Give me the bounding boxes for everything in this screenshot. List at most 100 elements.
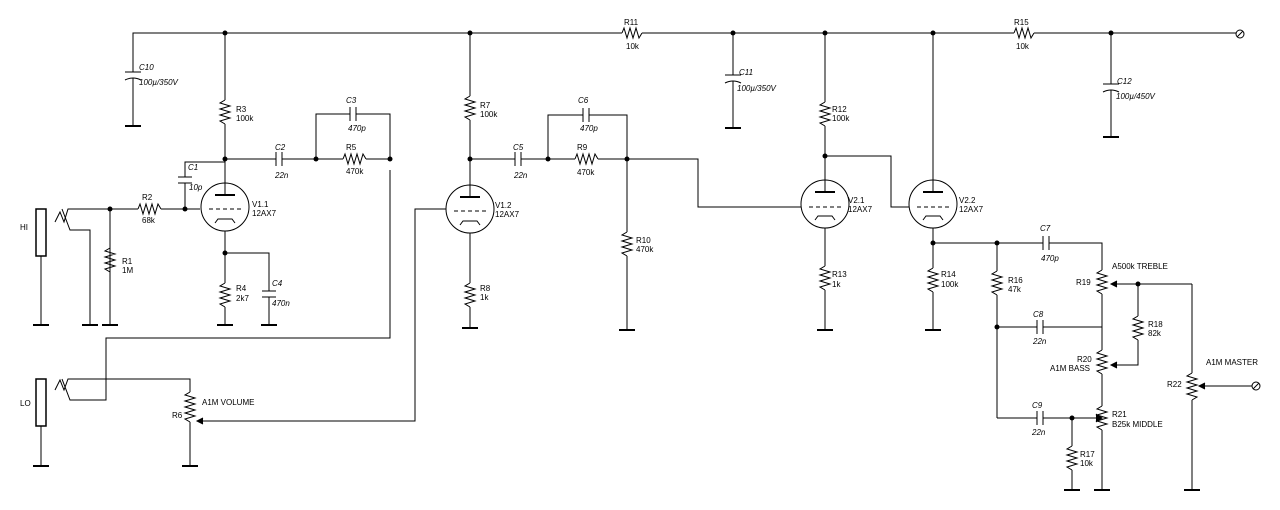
c9-value: 22n bbox=[1031, 428, 1046, 437]
r8-value: 1k bbox=[480, 293, 489, 302]
r20-value: A1M BASS bbox=[1050, 364, 1090, 373]
r4-resistor bbox=[217, 250, 233, 326]
v11-value: 12AX7 bbox=[252, 209, 277, 218]
c11-value: 100µ/350V bbox=[737, 84, 777, 93]
c6-capacitor bbox=[547, 108, 628, 159]
r15-value: 10k bbox=[1016, 42, 1030, 51]
r15-name: R15 bbox=[1014, 18, 1029, 27]
r5-resistor bbox=[342, 152, 393, 166]
r8-resistor bbox=[462, 282, 478, 329]
r7-resistor bbox=[463, 33, 477, 162]
v11-name: V1.1 bbox=[252, 200, 269, 209]
r3-resistor bbox=[218, 33, 232, 162]
c5-capacitor bbox=[470, 152, 575, 166]
c12-name: C12 bbox=[1117, 77, 1132, 86]
c3-value: 470p bbox=[348, 124, 366, 133]
r7-name: R7 bbox=[480, 101, 491, 110]
c5-value: 22n bbox=[513, 171, 528, 180]
r11-name: R11 bbox=[624, 18, 639, 27]
r16-name: R16 bbox=[1008, 276, 1023, 285]
r1-value: 1M bbox=[122, 266, 133, 275]
r2-resistor bbox=[110, 202, 200, 216]
v22-grid-wire bbox=[825, 155, 914, 208]
r16-resistor bbox=[990, 243, 1004, 418]
lo-input-jack bbox=[33, 170, 391, 467]
v11-tube bbox=[200, 162, 250, 253]
r20-bass-pot bbox=[1095, 349, 1109, 406]
c6-name: C6 bbox=[578, 96, 589, 105]
r11-value: 10k bbox=[626, 42, 640, 51]
c4-value: 470n bbox=[272, 299, 290, 308]
r3-name: R3 bbox=[236, 105, 247, 114]
r21-value: B25k MIDDLE bbox=[1112, 420, 1163, 429]
r6-value: A1M VOLUME bbox=[202, 398, 254, 407]
c12-value: 100µ/450V bbox=[1116, 92, 1156, 101]
r18-resistor bbox=[1109, 284, 1145, 369]
supply-terminal bbox=[1235, 29, 1245, 39]
r14-resistor bbox=[925, 267, 941, 331]
r19-value: A500k TREBLE bbox=[1112, 262, 1168, 271]
c8-capacitor bbox=[997, 320, 1102, 334]
r18-name: R18 bbox=[1148, 320, 1163, 329]
v21-tube bbox=[800, 156, 850, 266]
supply-rail bbox=[132, 26, 1245, 40]
r5-name: R5 bbox=[346, 143, 357, 152]
r12-name: R12 bbox=[832, 105, 847, 114]
r14-value: 100k bbox=[941, 280, 959, 289]
r13-name: R13 bbox=[832, 270, 847, 279]
r5-value: 470k bbox=[346, 167, 364, 176]
r21-name: R21 bbox=[1112, 410, 1127, 419]
r6-volume-pot bbox=[182, 208, 450, 467]
c10-capacitor bbox=[124, 33, 142, 127]
r13-value: 1k bbox=[832, 280, 841, 289]
c12-capacitor bbox=[1102, 33, 1120, 138]
c10-name: C10 bbox=[139, 63, 154, 72]
c6-value: 470p bbox=[580, 124, 598, 133]
r20-name: R20 bbox=[1077, 355, 1092, 364]
r17-value: 10k bbox=[1080, 459, 1094, 468]
r19-treble-pot bbox=[1095, 269, 1192, 350]
c1-name: C1 bbox=[188, 163, 198, 172]
r2-value: 68k bbox=[142, 216, 156, 225]
r4-value: 2k7 bbox=[236, 294, 249, 303]
c5-name: C5 bbox=[513, 143, 524, 152]
c3-capacitor bbox=[315, 107, 391, 159]
c9-name: C9 bbox=[1032, 401, 1043, 410]
r10-name: R10 bbox=[636, 236, 651, 245]
r14-name: R14 bbox=[941, 270, 956, 279]
r7-value: 100k bbox=[480, 110, 498, 119]
hi-label: HI bbox=[20, 223, 28, 232]
lo-label: LO bbox=[20, 399, 31, 408]
r1-name: R1 bbox=[122, 257, 133, 266]
r17-resistor bbox=[1064, 418, 1080, 491]
c3-name: C3 bbox=[346, 96, 357, 105]
r22-value: A1M MASTER bbox=[1206, 358, 1258, 367]
r18-value: 82k bbox=[1148, 329, 1162, 338]
r21-middle-pot bbox=[1094, 405, 1110, 491]
c8-name: C8 bbox=[1033, 310, 1044, 319]
r9-resistor bbox=[574, 152, 690, 166]
c1-value: 10p bbox=[189, 183, 203, 192]
r4-name: R4 bbox=[236, 284, 247, 293]
c4-capacitor bbox=[225, 252, 277, 326]
c2-name: C2 bbox=[275, 143, 286, 152]
c7-capacitor bbox=[1042, 236, 1103, 270]
c10-value: 100µ/350V bbox=[139, 78, 179, 87]
r10-resistor bbox=[619, 159, 635, 331]
v21-grid-wire bbox=[690, 158, 806, 208]
r9-value: 470k bbox=[577, 168, 595, 177]
r2-name: R2 bbox=[142, 193, 153, 202]
c1-capacitor bbox=[178, 161, 225, 209]
c4-name: C4 bbox=[272, 279, 283, 288]
r22-name: R22 bbox=[1167, 380, 1182, 389]
r12-resistor bbox=[818, 33, 832, 159]
r22-master-pot bbox=[1184, 284, 1261, 491]
r9-name: R9 bbox=[577, 143, 588, 152]
r10-value: 470k bbox=[636, 245, 654, 254]
c7-name: C7 bbox=[1040, 224, 1051, 233]
r12-value: 100k bbox=[832, 114, 850, 123]
v22-value: 12AX7 bbox=[959, 205, 984, 214]
v22-tube bbox=[908, 33, 958, 268]
v12-value: 12AX7 bbox=[495, 210, 520, 219]
